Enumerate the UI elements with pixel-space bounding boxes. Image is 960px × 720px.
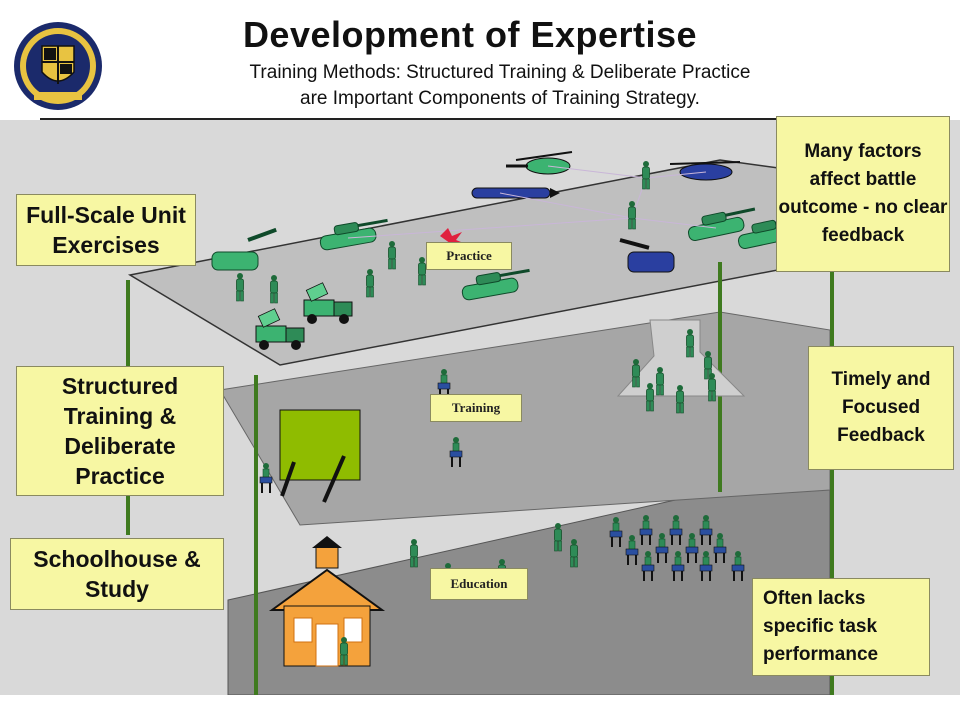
feedback-middle: Timely and Focused Feedback	[808, 346, 954, 470]
page-subtitle: Training Methods: Structured Training & …	[130, 60, 870, 112]
artillery-icon	[211, 227, 277, 271]
level-label-full-scale: Full-Scale Unit Exercises	[16, 194, 196, 266]
schoolhouse-icon	[268, 536, 386, 667]
subtitle-line-1: Training Methods: Structured Training & …	[249, 62, 751, 83]
missile-icon	[471, 187, 560, 199]
page-title: Development of Expertise	[242, 14, 698, 55]
easel-leg	[280, 461, 296, 497]
level-label-schoolhouse: Schoolhouse & Study	[10, 538, 224, 610]
ari-logo-icon	[14, 22, 102, 110]
level-label-structured: Structured Training & Deliberate Practic…	[16, 366, 224, 496]
feedback-bottom: Often lacks specific task performance	[752, 578, 930, 676]
helicopter-icon	[506, 151, 573, 175]
explosion-icon	[440, 228, 466, 246]
feedback-top: Many factors affect battle outcome - no …	[776, 116, 950, 272]
subtitle-line-2: are Important Components of Training Str…	[300, 88, 700, 109]
easel-leg	[322, 455, 346, 503]
header-rule	[40, 118, 920, 120]
tag-education: Education	[430, 568, 528, 600]
tag-training: Training	[430, 394, 522, 422]
artillery-icon	[619, 238, 675, 273]
communication-lines	[347, 165, 717, 239]
tag-practice: Practice	[426, 242, 512, 270]
